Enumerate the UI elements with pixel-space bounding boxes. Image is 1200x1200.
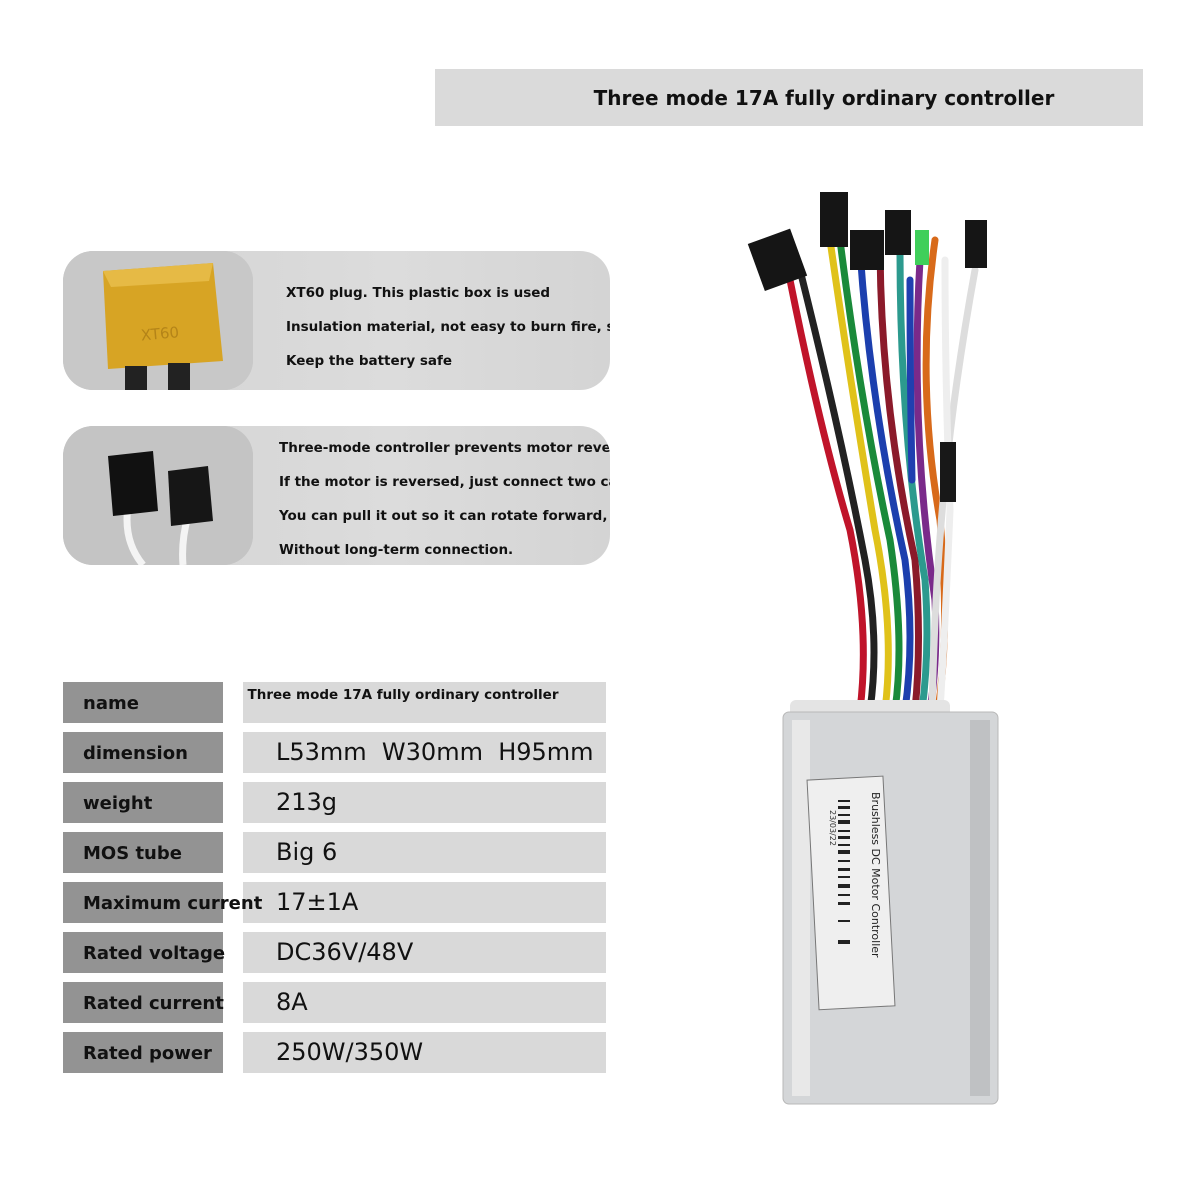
xt60-text: XT60 bbox=[140, 323, 180, 344]
product-label-date: 23/03/22 bbox=[828, 810, 837, 846]
spec-value: 213g bbox=[276, 788, 338, 816]
spec-value: Three mode 17A fully ordinary controller bbox=[247, 687, 559, 703]
feature-card-connector: Three-mode controller prevents motor rev… bbox=[63, 426, 610, 565]
controller-product-image: Brushless DC Motor Controller 23/03/22 bbox=[700, 180, 1060, 1120]
spec-label: name bbox=[83, 693, 139, 714]
title-banner: Three mode 17A fully ordinary controller bbox=[435, 69, 1143, 126]
feature-text: Without long-term connection. bbox=[279, 542, 514, 558]
controller-housing bbox=[782, 700, 999, 1105]
spec-label: Maximum current bbox=[83, 893, 263, 914]
spec-value: Big 6 bbox=[276, 838, 338, 866]
spec-value: 250W/350W bbox=[276, 1038, 424, 1066]
spec-row: Maximum current 17±1A bbox=[63, 882, 606, 923]
feature-text: Three-mode controller prevents motor rev… bbox=[279, 440, 610, 456]
wire-bundle bbox=[786, 236, 979, 714]
spec-label: Rated power bbox=[83, 1043, 212, 1064]
feature-text: Insulation material, not easy to burn fi… bbox=[286, 319, 610, 335]
xt60-plug-image: XT60 bbox=[63, 251, 253, 390]
feature-text: Keep the battery safe bbox=[286, 353, 452, 369]
spec-row: name Three mode 17A fully ordinary contr… bbox=[63, 682, 606, 723]
spec-label: dimension bbox=[83, 743, 188, 764]
barcode bbox=[838, 800, 850, 944]
spec-row: dimension L53mm W30mm H95mm bbox=[63, 732, 606, 773]
product-label-title: Brushless DC Motor Controller bbox=[869, 792, 882, 958]
spec-row: Rated current 8A bbox=[63, 982, 606, 1023]
spec-row: MOS tube Big 6 bbox=[63, 832, 606, 873]
page-title: Three mode 17A fully ordinary controller bbox=[593, 85, 1055, 110]
spec-label: MOS tube bbox=[83, 843, 182, 864]
connector-plugs-image bbox=[63, 426, 253, 565]
spec-value: 17±1A bbox=[276, 888, 359, 916]
connector-plugs bbox=[747, 192, 987, 502]
feature-text: If the motor is reversed, just connect t… bbox=[279, 474, 610, 490]
spec-row: Rated power 250W/350W bbox=[63, 1032, 606, 1073]
spec-row: Rated voltage DC36V/48V bbox=[63, 932, 606, 973]
spec-value: DC36V/48V bbox=[276, 938, 414, 966]
spec-row: weight 213g bbox=[63, 782, 606, 823]
feature-text: XT60 plug. This plastic box is used bbox=[286, 285, 551, 301]
spec-label: Rated current bbox=[83, 993, 224, 1014]
spec-label: weight bbox=[83, 793, 153, 814]
spec-value: L53mm W30mm H95mm bbox=[276, 738, 594, 766]
feature-text: You can pull it out so it can rotate for… bbox=[279, 508, 608, 524]
spec-value: 8A bbox=[276, 988, 308, 1016]
spec-label: Rated voltage bbox=[83, 943, 226, 964]
feature-card-xt60: XT60 XT60 plug. This plastic box is used… bbox=[63, 251, 610, 390]
